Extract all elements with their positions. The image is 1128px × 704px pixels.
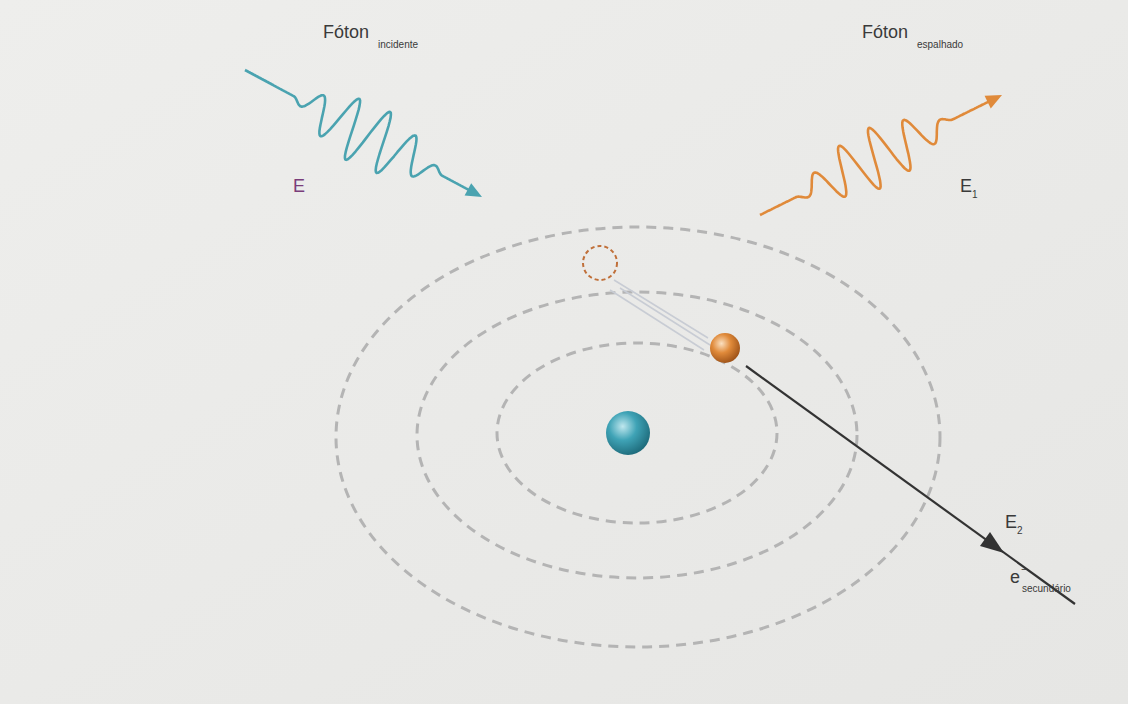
arrowhead <box>980 532 1004 553</box>
middle-shell <box>417 292 857 578</box>
photon-label: Fóton <box>862 23 908 41</box>
arrowhead <box>985 95 1002 108</box>
secondary-electron-path <box>746 366 1075 604</box>
superscript: − <box>1021 564 1027 575</box>
electron-label: e <box>1010 568 1020 586</box>
subscript: 1 <box>972 190 978 200</box>
electron <box>710 333 740 363</box>
inner-shell <box>497 343 777 523</box>
vacant-electron-position <box>583 246 617 280</box>
nucleus <box>606 411 650 455</box>
photon-label: Fóton <box>323 23 369 41</box>
energy-label: E <box>1005 513 1017 531</box>
scattered-photon <box>760 101 990 215</box>
subscript: espalhado <box>917 40 963 50</box>
energy-label: E <box>293 177 305 195</box>
incident-photon <box>245 70 470 190</box>
subscript: 2 <box>1017 526 1023 536</box>
outer-shell <box>336 227 940 647</box>
electron-shells <box>336 227 940 647</box>
subscript: secundário <box>1022 584 1071 594</box>
energy-label: E <box>960 177 972 195</box>
arrowhead <box>465 183 482 197</box>
motion-lines <box>610 280 710 350</box>
subscript: incidente <box>378 40 418 50</box>
